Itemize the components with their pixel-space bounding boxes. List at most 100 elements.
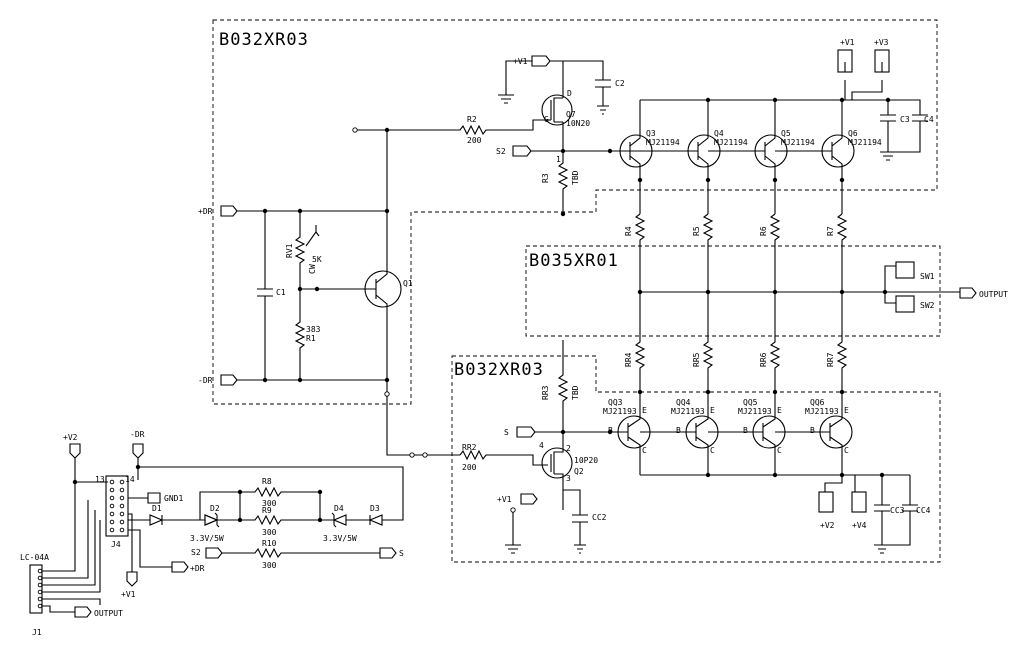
label-v2: +V2 (63, 433, 78, 442)
label-q2-part: 10P20 (574, 456, 598, 465)
label-sw1: SW1 (920, 272, 935, 281)
label-mj21194: MJ21194 (714, 138, 748, 147)
label-pin-e: E (777, 406, 782, 415)
label-r300: 300 (262, 561, 277, 570)
label-d2: D2 (210, 504, 220, 513)
label-pin-c: C (710, 446, 715, 455)
label-output: OUTPUT (979, 290, 1008, 299)
label-q4: Q4 (714, 129, 724, 138)
label-s2: S2 (496, 147, 506, 156)
label-zener: 3.3V/5W (323, 534, 357, 543)
label-v1: +V1 (497, 495, 512, 504)
label-qq5: QQ5 (743, 398, 758, 407)
label-rr3: RR3 (541, 385, 550, 400)
label-r300: 300 (262, 528, 277, 537)
label-j4-13: 13 (95, 475, 105, 484)
label-n2: 2 (566, 444, 571, 453)
label-rv1-val: 5K (312, 255, 322, 264)
label-q1: Q1 (403, 279, 413, 288)
label-q7: Q7 (566, 110, 576, 119)
transistor-qq3: QQ3 MJ21193 B E C (603, 392, 651, 475)
label-cc3: CC3 (890, 506, 905, 515)
label-d3: D3 (370, 504, 380, 513)
label-rr7: RR7 (826, 352, 835, 367)
label-mj21193: MJ21193 (738, 407, 772, 416)
label-d1: D1 (152, 504, 162, 513)
label-s2: S2 (191, 548, 201, 557)
label-dr-neg: -DR (130, 430, 145, 439)
label-gnd1: GND1 (164, 494, 183, 503)
module-label-mid: B035XR01 (529, 251, 619, 271)
label-rv1: RV1 (285, 243, 294, 258)
label-n4: 4 (539, 441, 544, 450)
label-s: S (504, 428, 509, 437)
label-r1: R1 (306, 334, 316, 343)
label-r2-val: 200 (467, 136, 482, 145)
label-j4: J4 (111, 540, 121, 549)
label-s: S (399, 549, 404, 558)
label-dr-pos: +DR (190, 564, 205, 573)
label-v1: +V1 (121, 590, 136, 599)
lower-output-stage: RR3 TBD S 4 RR2 200 2 3 10P20 Q2 CC2 +V1… (459, 340, 931, 554)
label-pin-c: C (642, 446, 647, 455)
label-v4: +V4 (852, 521, 867, 530)
label-dr-neg: -DR (198, 376, 213, 385)
transistor-q5: Q5 MJ21194 (708, 100, 815, 214)
transistor-qq4: QQ4 MJ21193 B E C (640, 392, 719, 475)
label-rr2: RR2 (462, 443, 477, 452)
label-r2: R2 (467, 115, 477, 124)
label-r8: R8 (262, 477, 272, 486)
label-r300: 300 (262, 499, 277, 508)
label-qq3: QQ3 (608, 398, 623, 407)
module-boundary-top (212, 19, 938, 405)
transistor-q6: Q6 MJ21194 (775, 100, 882, 214)
label-c1: C1 (276, 288, 286, 297)
bias-stage: +DR -DR C1 RV1 5K CW 383 R1 Q1 (198, 130, 460, 458)
label-pin-b: B (743, 426, 748, 435)
emitter-resistors: R4 R5 R6 R7 RR4 RR5 RR6 RR7 SW1 SW2 OUTP… (624, 213, 1008, 392)
label-mj21194: MJ21194 (848, 138, 882, 147)
label-dr-pos: +DR (198, 207, 213, 216)
label-q5: Q5 (781, 129, 791, 138)
label-pin-b: B (676, 426, 681, 435)
label-mj21193: MJ21193 (805, 407, 839, 416)
label-c4: C4 (924, 115, 934, 124)
label-tbd: TBD (571, 385, 580, 400)
label-n1: 1 (556, 155, 561, 164)
label-rr5: RR5 (692, 352, 701, 367)
label-v3: +V3 (874, 38, 889, 47)
label-q6: Q6 (848, 129, 858, 138)
label-r10: R10 (262, 539, 277, 548)
label-rr6: RR6 (759, 352, 768, 367)
label-r7: R7 (826, 226, 835, 236)
label-r5: R5 (692, 226, 701, 236)
transistor-q4: Q4 MJ21194 (622, 100, 748, 214)
label-c2: C2 (615, 79, 625, 88)
label-output: OUTPUT (94, 609, 123, 618)
label-v1: +V1 (840, 38, 855, 47)
label-j4-14: 14 (125, 475, 135, 484)
label-zener: 3.3V/5W (190, 534, 224, 543)
transistor-q3: Q3 MJ21194 (619, 100, 680, 214)
label-qq6: QQ6 (810, 398, 825, 407)
label-pin-e: E (642, 406, 647, 415)
module-boundary-mid (525, 245, 941, 337)
label-cc2: CC2 (592, 513, 607, 522)
label-sw2: SW2 (920, 301, 935, 310)
label-q3: Q3 (646, 129, 656, 138)
label-pin-d: D (567, 89, 572, 98)
label-r1-val: 383 (306, 325, 321, 334)
label-j1: J1 (32, 628, 42, 637)
label-tbd: TBD (571, 170, 580, 185)
label-mj21193: MJ21193 (671, 407, 705, 416)
upper-output-stage: +V1 C2 D G Q7 10N20 R2 200 S2 R3 TBD 1 C… (352, 38, 934, 217)
label-qq4: QQ4 (676, 398, 691, 407)
label-r6: R6 (759, 226, 768, 236)
label-c3: C3 (900, 115, 910, 124)
transistor-qq5: QQ5 MJ21193 B E C (708, 392, 786, 475)
label-mj21194: MJ21194 (646, 138, 680, 147)
label-lc04a: LC-04A (20, 553, 49, 562)
label-pin-e: E (710, 406, 715, 415)
